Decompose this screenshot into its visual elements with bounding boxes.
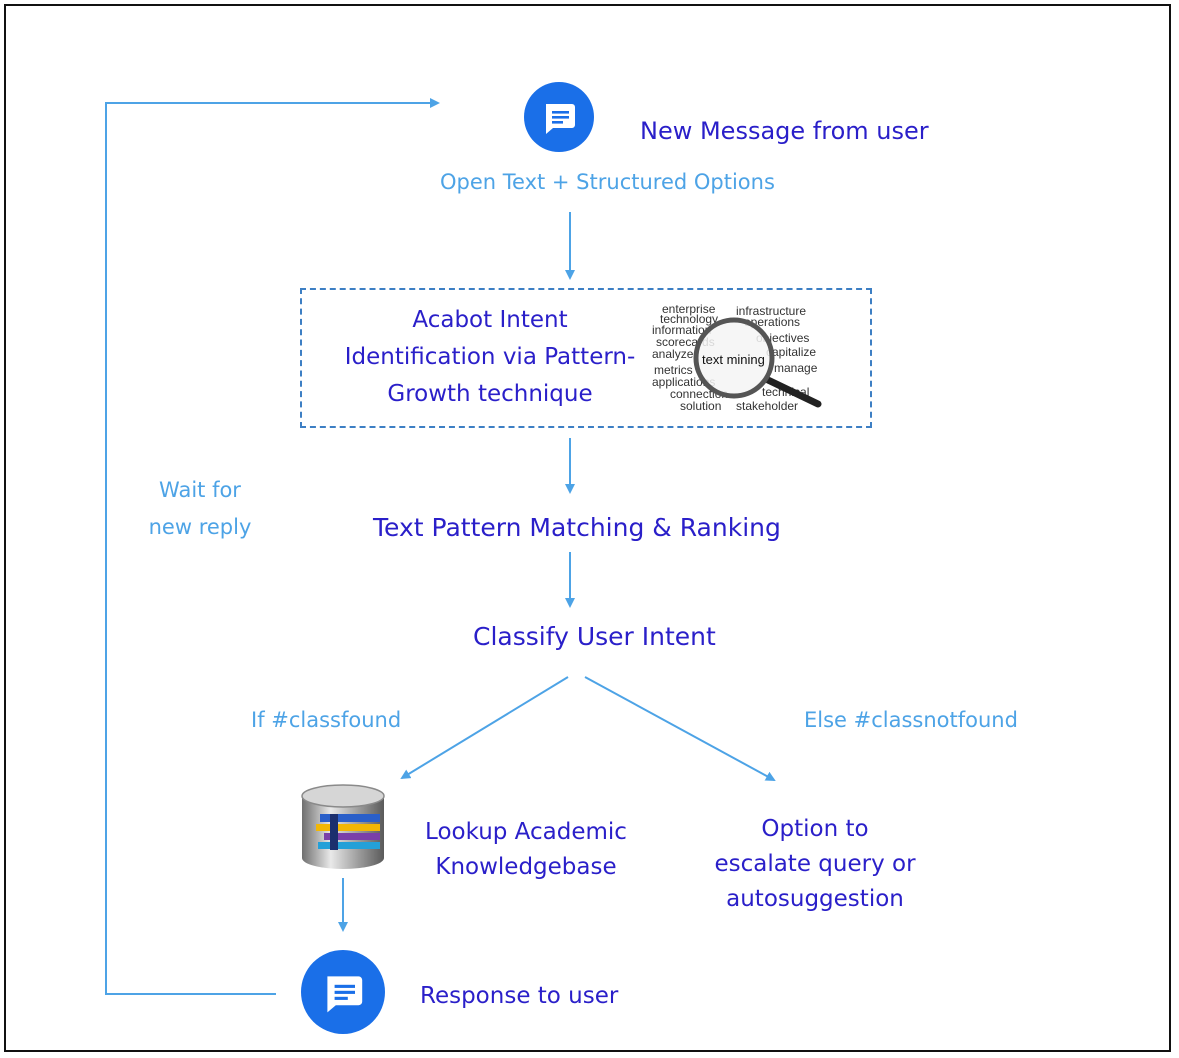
word-cloud-word: stakeholder <box>736 399 798 413</box>
intent-label: Acabot Intent Identification via Pattern… <box>320 302 660 413</box>
intent-label-line-3: Growth technique <box>387 381 593 407</box>
lookup-label-line-2: Knowledgebase <box>435 854 617 880</box>
chat-bubble-icon <box>301 950 385 1034</box>
word-cloud-word: information <box>652 323 711 337</box>
lookup-label-line-1: Lookup Academic <box>425 819 627 845</box>
intent-label-line-1: Acabot Intent <box>412 307 568 333</box>
classify-user-intent-label: Classify User Intent <box>473 622 716 651</box>
option-label-line-2: escalate query or <box>714 851 916 877</box>
option-label-line-1: Option to <box>761 816 869 842</box>
wait-for-reply-label: Wait for new reply <box>130 472 270 546</box>
word-cloud-word: text mining <box>702 352 765 367</box>
word-cloud-word: manage <box>774 361 818 375</box>
chat-bubble-icon <box>524 82 594 152</box>
word-cloud-word: enterprise <box>662 302 716 316</box>
intent-label-line-2: Identification via Pattern- <box>344 344 636 370</box>
new-message-label: New Message from user <box>640 117 929 145</box>
if-classfound-label: If #classfound <box>251 708 402 732</box>
feedback-loop-arrow <box>105 98 440 995</box>
wait-label-line-2: new reply <box>148 515 252 539</box>
word-cloud-word: analyze <box>652 347 694 361</box>
word-cloud-word: metrics <box>654 363 693 377</box>
database-icon <box>301 784 385 869</box>
option-label-line-3: autosuggestion <box>726 886 904 912</box>
magnifier-text-mining-image: enterprise infrastructure technology ope… <box>652 302 822 413</box>
word-cloud-word: infrastructure <box>736 304 806 318</box>
diagram-frame <box>4 4 1171 1052</box>
else-classnotfound-label: Else #classnotfound <box>804 708 1018 732</box>
wait-label-line-1: Wait for <box>159 478 241 502</box>
word-cloud-word: capitalize <box>766 345 816 359</box>
text-pattern-matching-label: Text Pattern Matching & Ranking <box>373 513 781 542</box>
intent-identification-box <box>300 288 872 428</box>
word-cloud-word: solution <box>680 399 721 413</box>
word-cloud-word: technology <box>660 312 718 326</box>
lookup-label: Lookup Academic Knowledgebase <box>410 815 642 885</box>
open-text-label: Open Text + Structured Options <box>440 170 775 194</box>
arrow-to-lookup <box>400 676 569 780</box>
escalate-option-label: Option to escalate query or autosuggesti… <box>700 812 930 917</box>
arrow-to-option <box>584 676 776 781</box>
response-to-user-label: Response to user <box>420 983 619 1009</box>
